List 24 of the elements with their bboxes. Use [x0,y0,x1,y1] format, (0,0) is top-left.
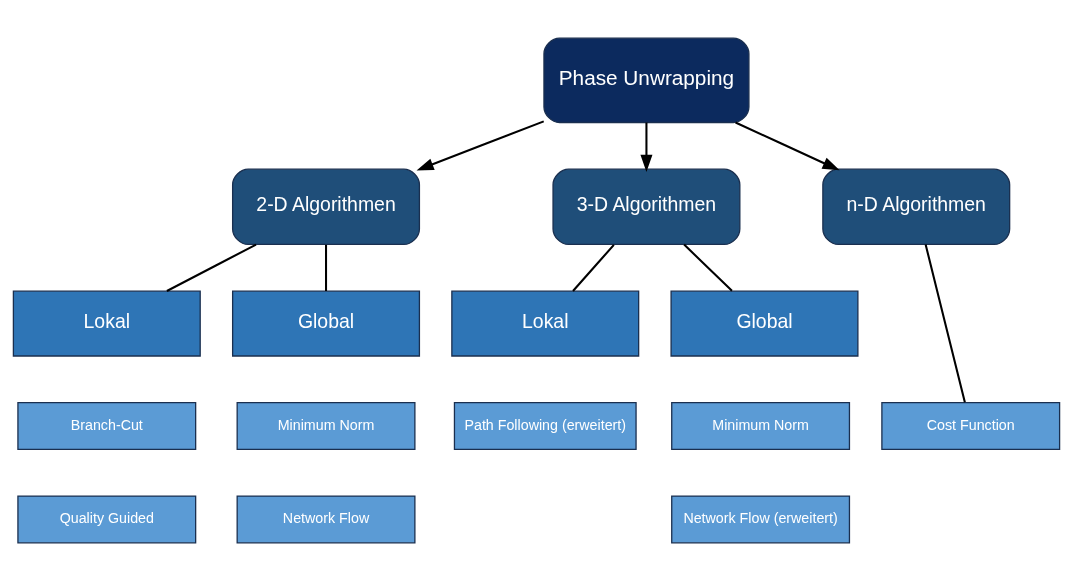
node-box: Quality Guided [17,495,197,544]
arrow [640,122,653,172]
node-box: Minimum Norm [236,402,416,451]
node-box: Cost Function [881,402,1061,451]
node-box: Network Flow (erweitert) [671,495,851,544]
arrow [416,120,545,171]
node-box: 3-D Algorithmen [552,168,741,246]
connector [572,244,615,292]
node-box: n-D Algorithmen [822,168,1011,246]
node-box: Global [670,290,859,357]
node-box: Lokal [451,290,640,357]
node-box: 2-D Algorithmen [231,168,421,246]
node-box: Branch-Cut [17,402,197,451]
node-box: Path Following (erweitert) [453,402,637,451]
node-box: Global [231,290,421,357]
connector [924,244,966,403]
arrow [735,121,840,171]
connector [683,243,733,292]
node-box: Network Flow [236,495,416,544]
node-box: Minimum Norm [671,402,851,451]
connector [166,243,257,292]
connector [324,244,328,291]
node-box: Phase Unwrapping [543,37,750,124]
node-box: Lokal [12,290,201,357]
